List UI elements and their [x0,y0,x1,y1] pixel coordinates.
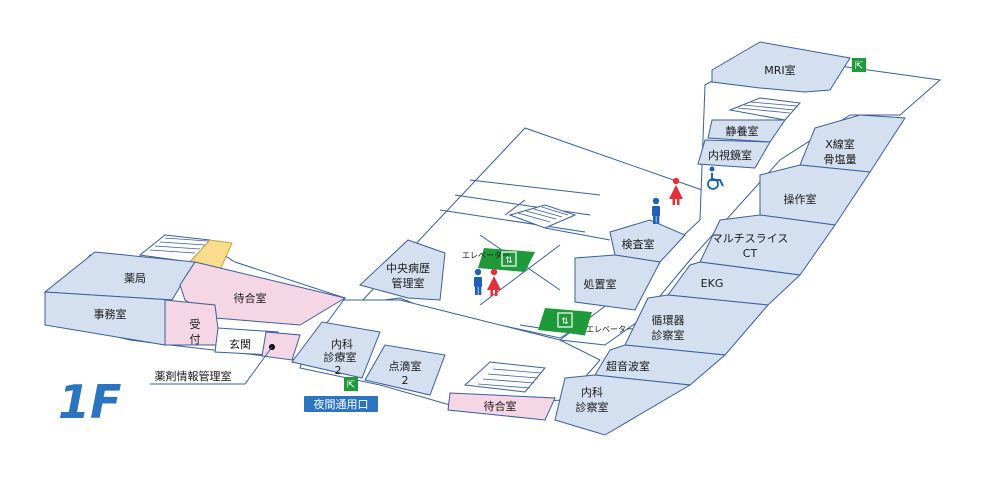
female-toilet-icon [669,177,683,205]
night-entrance-badge: 夜間通用口 [304,396,378,412]
room-junkanki-label-1: 循環器 [652,314,685,327]
male-toilet-icon [474,268,482,295]
room-tenteki-label-2: 2 [402,374,409,387]
room-multislice-label-1: マルチスライス [712,232,789,245]
toilet-right [652,166,724,224]
room-sousa-label: 操作室 [784,192,817,206]
room-choonpa-label: 超音波室 [606,359,650,373]
elevator-top-label: エレベーター [462,251,510,260]
room-naishikyo: 内視鏡室 [697,139,771,169]
male-toilet-icon [652,197,660,224]
room-choonpa: 超音波室 [594,344,727,386]
stairs-bottom [463,361,546,393]
room-machiai-left: 待合室 [179,261,347,326]
room-kensa: 検査室 [609,219,686,263]
room-jimu: 事務室 [44,291,173,346]
elevator-bottom-label: エレベーター [586,325,634,334]
stairs-top-left [138,234,212,263]
room-naika2-label-2: 診療室 [324,350,357,364]
room-yakkyoku: 薬局 [43,251,196,301]
room-kensa-label: 検査室 [622,237,655,251]
room-seiyou-label: 静養室 [726,124,759,138]
room-sousa: 操作室 [759,164,871,226]
exit-sign-icon: ⇱ [852,58,866,72]
room-xray: X線室 骨塩量 [799,114,906,173]
room-xray-label-2: 骨塩量 [824,152,857,166]
room-junkanki: 循環器 診察室 [624,294,770,356]
room-naika1: 内科 診察室 [554,374,692,436]
svg-text:⇱: ⇱ [855,61,863,72]
room-junkanki-label-2: 診察室 [652,328,685,342]
room-mri: MRI室 [711,41,851,93]
room-machiai-bottom-label: 待合室 [484,399,517,413]
room-chuou: 中央病歴 管理室 [359,239,446,301]
room-xray-label-1: X線室 [825,137,855,151]
room-uketsuke-label-2: 付 [190,333,201,346]
elevator-bottom: ⇅ エレベーター [538,308,634,335]
stairs-central [508,204,577,229]
room-uketsuke: 受 付 [164,299,221,346]
room-tenteki-label-1: 点滴室 [389,359,422,373]
room-genkan-label: 玄関 [229,337,251,351]
svg-text:⇱: ⇱ [347,380,355,391]
room-multislice-label-2: CT [743,247,758,260]
svg-text:⇅: ⇅ [505,256,513,266]
room-shochi-label: 処置室 [584,277,617,291]
room-multislice: マルチスライス CT [699,214,836,276]
room-naika2: 内科 診療室 2 [291,321,381,379]
exit-sign-icon: ⇱ [344,377,358,391]
room-uketsuke-label-1: 受 [190,318,201,331]
elevator-icon [478,248,535,272]
svg-text:⇅: ⇅ [561,317,569,327]
room-chuou-label-2: 管理室 [392,276,425,290]
room-chuou-label-1: 中央病歴 [386,261,430,275]
room-naika1-label-1: 内科 [581,385,603,399]
elevator-top: ⇅ エレベーター [462,248,535,272]
room-machiai-bottom: 待合室 [447,392,556,421]
drug-info-label: 薬剤情報管理室 [155,369,232,383]
night-entrance-label: 夜間通用口 [314,397,369,411]
floor-label: 1F [58,375,121,429]
room-seiyou: 静養室 [707,119,786,143]
room-yakkyoku-label: 薬局 [124,272,146,285]
elevator-icon [538,308,592,335]
toilet-central [474,268,501,296]
room-ekg: EKG [667,261,802,306]
room-naika1-label-2: 診察室 [576,400,609,414]
stairs-right [728,97,802,121]
room-machiai-left-label: 待合室 [234,291,267,305]
room-ekg-label: EKG [701,277,724,290]
room-jimu-label: 事務室 [94,307,127,321]
wheelchair-icon [707,166,724,190]
room-naika2-label-3: 2 [335,364,342,377]
drug-info-leader [244,346,273,385]
female-toilet-icon [487,268,501,296]
room-shochi: 処置室 [574,254,661,311]
room-mri-label: MRI室 [764,63,795,77]
room-naishikyo-label: 内視鏡室 [708,148,752,162]
room-tenteki: 点滴室 2 [364,344,446,396]
room-naika2-label-1: 内科 [331,337,353,351]
